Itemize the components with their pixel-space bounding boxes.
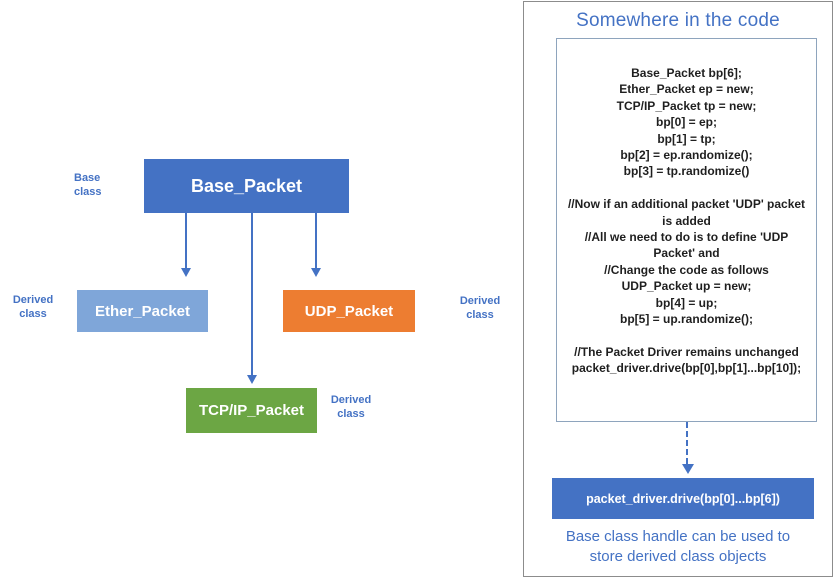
arrow-base-to-ether-line	[185, 213, 187, 269]
base-packet-node: Base_Packet	[144, 159, 349, 213]
derived-class-label-tcp: Derived class	[330, 394, 372, 420]
arrow-base-to-udp-head	[311, 268, 321, 277]
tcp-ip-packet-node: TCP/IP_Packet	[186, 388, 317, 433]
code-box: Base_Packet bp[6]; Ether_Packet ep = new…	[556, 38, 817, 422]
code-panel: Somewhere in the code Base_Packet bp[6];…	[523, 1, 833, 577]
code-panel-title: Somewhere in the code	[576, 10, 780, 31]
base-class-label: Base class	[74, 172, 102, 198]
derived-class-label-udp: Derived class	[459, 295, 501, 321]
packet-driver-drive-box: packet_driver.drive(bp[0]...bp[6])	[552, 478, 814, 519]
arrow-base-to-tcp-line	[251, 213, 253, 376]
panel-caption: Base class handle can be used to store d…	[565, 528, 791, 565]
arrow-base-to-udp-line	[315, 213, 317, 269]
code-listing: Base_Packet bp[6]; Ether_Packet ep = new…	[567, 66, 806, 376]
dashed-arrow-head	[682, 464, 694, 474]
udp-packet-node: UDP_Packet	[283, 290, 415, 332]
arrow-base-to-tcp-head	[247, 375, 257, 384]
dashed-arrow-line	[686, 422, 688, 464]
ether-packet-node: Ether_Packet	[77, 290, 208, 332]
arrow-base-to-ether-head	[181, 268, 191, 277]
derived-class-label-ether: Derived class	[12, 294, 54, 320]
